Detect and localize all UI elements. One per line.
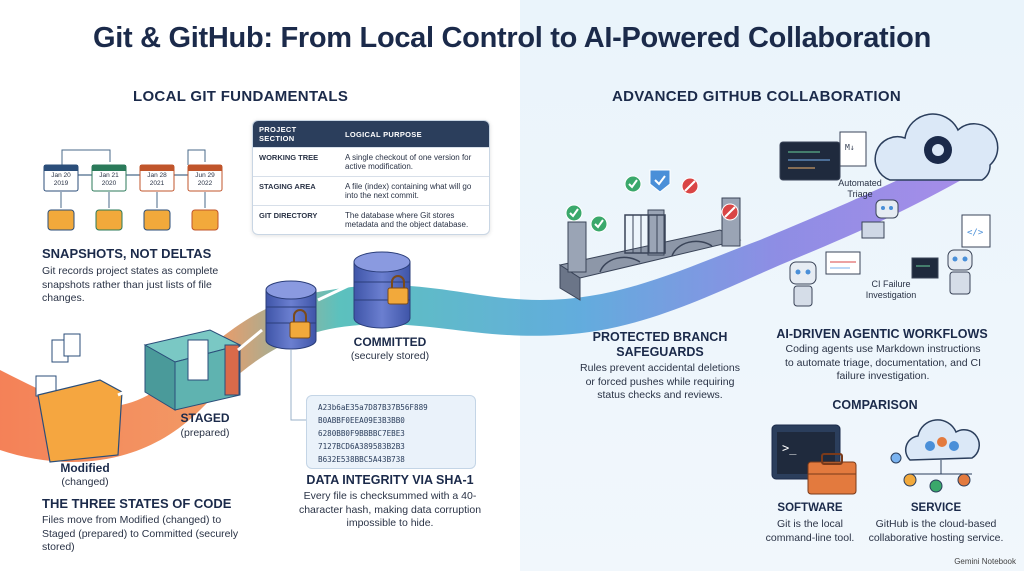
protected-branch-bridge-icon bbox=[558, 197, 742, 301]
hash-value: 6280BB0F9BBBBC7EBE3 bbox=[318, 429, 405, 438]
page-title: Git & GitHub: From Local Control to AI-P… bbox=[92, 22, 931, 54]
staged-label: STAGED bbox=[180, 411, 230, 425]
protected-heading: PROTECTED BRANCH SAFEGUARDS bbox=[592, 330, 728, 359]
hash-list: A23b6aE35a7D87B37B56F889 B0ABBF0EEA09E3B… bbox=[318, 401, 428, 466]
table-cell: The database where Git stores metadata a… bbox=[339, 205, 489, 234]
committed-database-icon bbox=[353, 251, 411, 329]
snapshots-heading: SNAPSHOTS, NOT DELTAS bbox=[42, 246, 212, 261]
agentic-heading: AI-DRIVEN AGENTIC WORKFLOWS bbox=[776, 327, 988, 341]
table-row: WORKING TREE A single checkout of one ve… bbox=[253, 147, 489, 177]
modified-sublabel: (changed) bbox=[61, 476, 109, 488]
table-header-row: PROJECT SECTION LOGICAL PURPOSE bbox=[253, 121, 489, 148]
table-cell: STAGING AREA bbox=[253, 176, 339, 206]
github-cloud-icon bbox=[874, 113, 999, 181]
flow-arrow bbox=[237, 328, 263, 352]
modified-label: Modified bbox=[60, 461, 110, 475]
table-cell: GIT DIRECTORY bbox=[253, 205, 339, 234]
cloud-network-icon bbox=[890, 419, 981, 493]
folder-icon bbox=[95, 209, 123, 231]
table-cell: A file (index) containing what will go i… bbox=[339, 176, 489, 206]
table-cell: WORKING TREE bbox=[253, 147, 339, 177]
markdown-doc-icon: M↓ bbox=[839, 131, 867, 167]
check-badge-icon bbox=[565, 204, 583, 222]
block-icon bbox=[721, 203, 739, 221]
calendar-icon bbox=[139, 164, 175, 192]
calendar-icon bbox=[91, 164, 127, 192]
folder-icon bbox=[143, 209, 171, 231]
table-header: PROJECT SECTION bbox=[253, 121, 339, 148]
service-heading: SERVICE bbox=[910, 502, 962, 514]
service-text: GitHub is the cloud-based collaborative … bbox=[868, 518, 1004, 544]
software-heading: SOFTWARE bbox=[777, 502, 843, 514]
svg-text:M↓: M↓ bbox=[845, 143, 855, 152]
terminal-icon bbox=[911, 257, 939, 279]
table-cell: A single checkout of one version for act… bbox=[339, 147, 489, 177]
automated-triage-label: Automated Triage bbox=[838, 178, 882, 199]
modified-folder-icon bbox=[35, 333, 123, 463]
hash-value: A23b6aE35a7D87B37B56F889 bbox=[318, 403, 428, 412]
calendar-icon bbox=[187, 164, 223, 192]
ci-failure-label: CI Failure Investigation bbox=[865, 279, 917, 300]
code-stream bbox=[0, 150, 970, 462]
robot-icon bbox=[947, 249, 973, 295]
folder-icon bbox=[47, 209, 75, 231]
hash-value: 7127BCD6A389583B2B3 bbox=[318, 442, 405, 451]
hash-panel bbox=[306, 395, 476, 469]
staged-sublabel: (prepared) bbox=[180, 427, 230, 439]
git-sections-table: PROJECT SECTION LOGICAL PURPOSE WORKING … bbox=[252, 120, 490, 235]
check-badge-icon bbox=[624, 175, 642, 193]
table-row: STAGING AREA A file (index) containing w… bbox=[253, 176, 489, 206]
footer-watermark: Gemini Notebook bbox=[954, 557, 1016, 566]
robot-icon bbox=[789, 261, 817, 307]
calendar-icon bbox=[43, 164, 79, 192]
flow-arrow bbox=[317, 283, 351, 302]
connector-line bbox=[290, 350, 306, 421]
flow-arrow bbox=[117, 383, 141, 397]
robot-icon bbox=[861, 199, 899, 239]
code-window-icon bbox=[779, 141, 841, 181]
committed-label: COMMITTED bbox=[353, 335, 427, 349]
three-states-heading: THE THREE STATES OF CODE bbox=[42, 496, 232, 511]
svg-text:>_: >_ bbox=[782, 441, 797, 455]
snapshot-timeline bbox=[43, 149, 223, 231]
staged-database-icon bbox=[265, 280, 317, 350]
toolbox-icon bbox=[807, 453, 857, 495]
code-doc-icon: </> bbox=[961, 214, 991, 248]
section-heading-advanced: ADVANCED GITHUB COLLABORATION bbox=[612, 88, 901, 105]
three-states-text: Files move from Modified (changed) to St… bbox=[42, 514, 239, 554]
folder-icon bbox=[191, 209, 219, 231]
snapshots-text: Git records project states as complete s… bbox=[42, 265, 219, 305]
check-badge-icon bbox=[590, 215, 608, 233]
committed-sublabel: (securely stored) bbox=[350, 350, 430, 362]
svg-text:</>: </> bbox=[967, 228, 984, 238]
table-header: LOGICAL PURPOSE bbox=[339, 121, 489, 148]
hash-value: B632E538BBC5A43B738 bbox=[318, 455, 405, 464]
protected-text: Rules prevent accidental deletions or fo… bbox=[580, 362, 740, 402]
shield-check-icon bbox=[649, 169, 671, 193]
agentic-text: Coding agents use Markdown instructions … bbox=[784, 343, 982, 383]
hash-value: B0ABBF0EEA09E3B3BB0 bbox=[318, 416, 405, 425]
integrity-heading: DATA INTEGRITY VIA SHA-1 bbox=[306, 473, 474, 487]
integrity-text: Every file is checksummed with a 40-char… bbox=[298, 490, 482, 530]
dashboard-icon bbox=[825, 251, 861, 275]
staging-box-icon bbox=[143, 329, 242, 411]
comparison-heading: COMPARISON bbox=[832, 398, 918, 412]
section-heading-local: LOCAL GIT FUNDAMENTALS bbox=[133, 88, 349, 105]
software-text: Git is the local command-line tool. bbox=[765, 518, 855, 544]
table-row: GIT DIRECTORY The database where Git sto… bbox=[253, 205, 489, 234]
block-icon bbox=[681, 177, 699, 195]
